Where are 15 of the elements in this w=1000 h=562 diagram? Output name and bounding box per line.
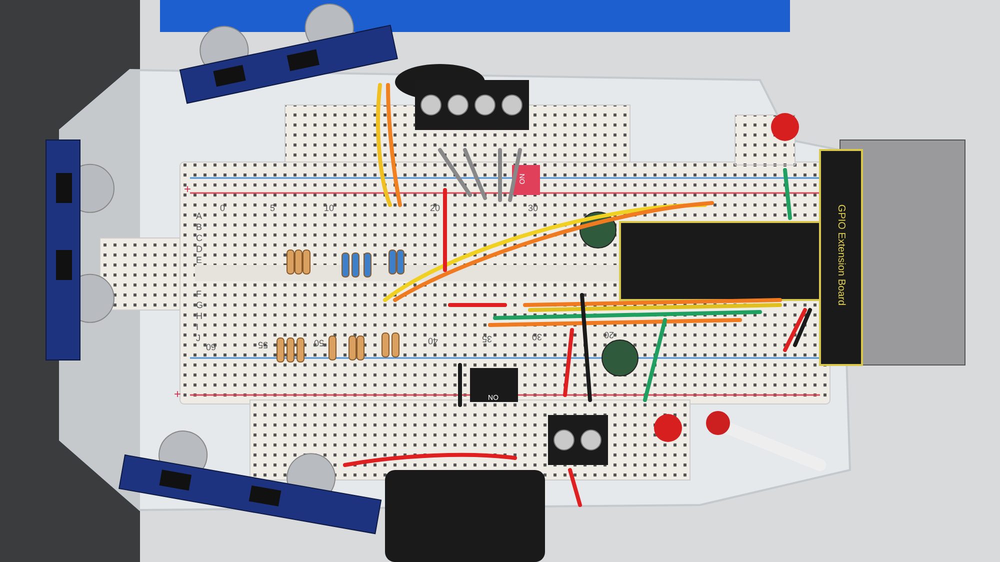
- row-letter: J: [196, 333, 200, 343]
- row-letter: B: [196, 222, 202, 232]
- row-letter: A: [196, 211, 202, 221]
- polarity-sign: +: [174, 389, 182, 399]
- board-label: GPIO Extension Board: [836, 204, 846, 306]
- row-letter: F: [196, 289, 202, 299]
- row-letter: G: [196, 300, 204, 310]
- row-letter: E: [196, 255, 202, 265]
- column-number: 40: [428, 336, 438, 346]
- column-number: 5: [270, 203, 276, 213]
- row-letter: I: [196, 322, 199, 332]
- row-letter: D: [196, 244, 202, 254]
- row-letter: C: [196, 233, 202, 243]
- row-letter: H: [196, 311, 202, 321]
- polarity-sign: +: [184, 184, 192, 194]
